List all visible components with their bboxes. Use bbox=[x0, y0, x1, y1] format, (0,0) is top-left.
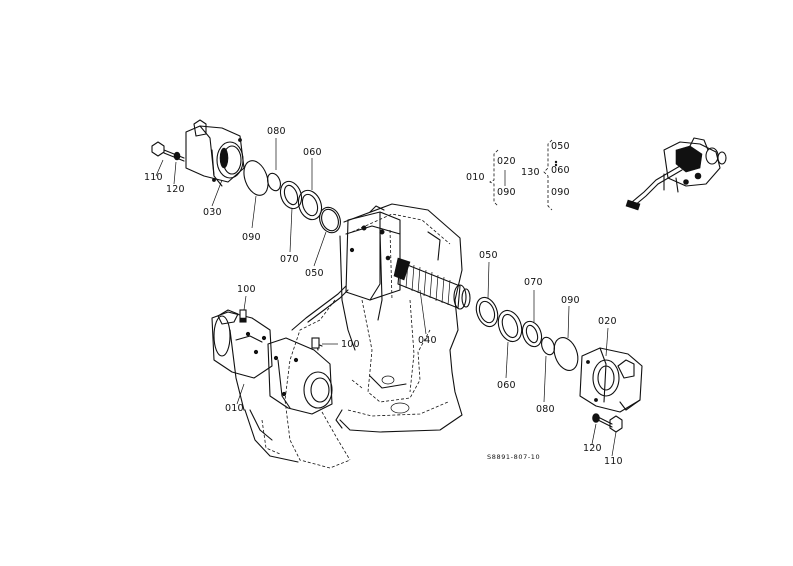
transmission-housing bbox=[244, 203, 463, 469]
cylinder-020 bbox=[579, 347, 643, 413]
label-060-top: 060 bbox=[303, 147, 322, 158]
legend-010-bottom: 090 bbox=[497, 187, 516, 198]
legend-010-ref: 010 bbox=[466, 172, 485, 183]
label-100-b: 100 bbox=[341, 339, 360, 350]
label-080-bottom: 080 bbox=[536, 404, 555, 415]
label-020: 020 bbox=[598, 316, 617, 327]
washer-120-right bbox=[592, 413, 600, 423]
bellows-040 bbox=[393, 257, 471, 310]
label-070-right: 070 bbox=[524, 277, 543, 288]
drawing-code: S8891-807-10 bbox=[487, 453, 541, 461]
legend-010-top: 020 bbox=[497, 156, 516, 167]
leader-lines bbox=[155, 138, 617, 457]
bolt-110-right bbox=[595, 415, 623, 433]
legend-130-mid: 060 bbox=[551, 165, 570, 176]
legend-brackets bbox=[489, 139, 558, 211]
legend-130-top: 050 bbox=[551, 141, 570, 152]
label-050-right: 050 bbox=[479, 250, 498, 261]
label-040: 040 bbox=[418, 335, 437, 346]
legend-130-bottom: 090 bbox=[551, 187, 570, 198]
hydraulic-pipe bbox=[291, 285, 349, 331]
label-050-top: 050 bbox=[305, 268, 324, 279]
label-110-left: 110 bbox=[144, 172, 163, 183]
legend-130-ref: 130 bbox=[521, 167, 540, 178]
seal-rings-lower bbox=[475, 296, 579, 371]
label-100-a: 100 bbox=[237, 284, 256, 295]
label-030: 030 bbox=[203, 207, 222, 218]
fitting-100 bbox=[239, 309, 320, 349]
cylinder-assembly-010 bbox=[211, 309, 333, 441]
label-120-left: 120 bbox=[166, 184, 185, 195]
washer-120-left bbox=[173, 151, 181, 161]
label-090-right: 090 bbox=[561, 295, 580, 306]
label-110-right: 110 bbox=[604, 456, 623, 467]
cylinder-030 bbox=[185, 119, 245, 187]
seal-rings-upper bbox=[243, 160, 341, 234]
label-060-bottom: 060 bbox=[497, 380, 516, 391]
label-070-top: 070 bbox=[280, 254, 299, 265]
label-080-top: 080 bbox=[267, 126, 286, 137]
label-120-right: 120 bbox=[583, 443, 602, 454]
tractor-location-sketch bbox=[625, 137, 727, 211]
label-010-bottom: 010 bbox=[225, 403, 244, 414]
label-090-top: 090 bbox=[242, 232, 261, 243]
